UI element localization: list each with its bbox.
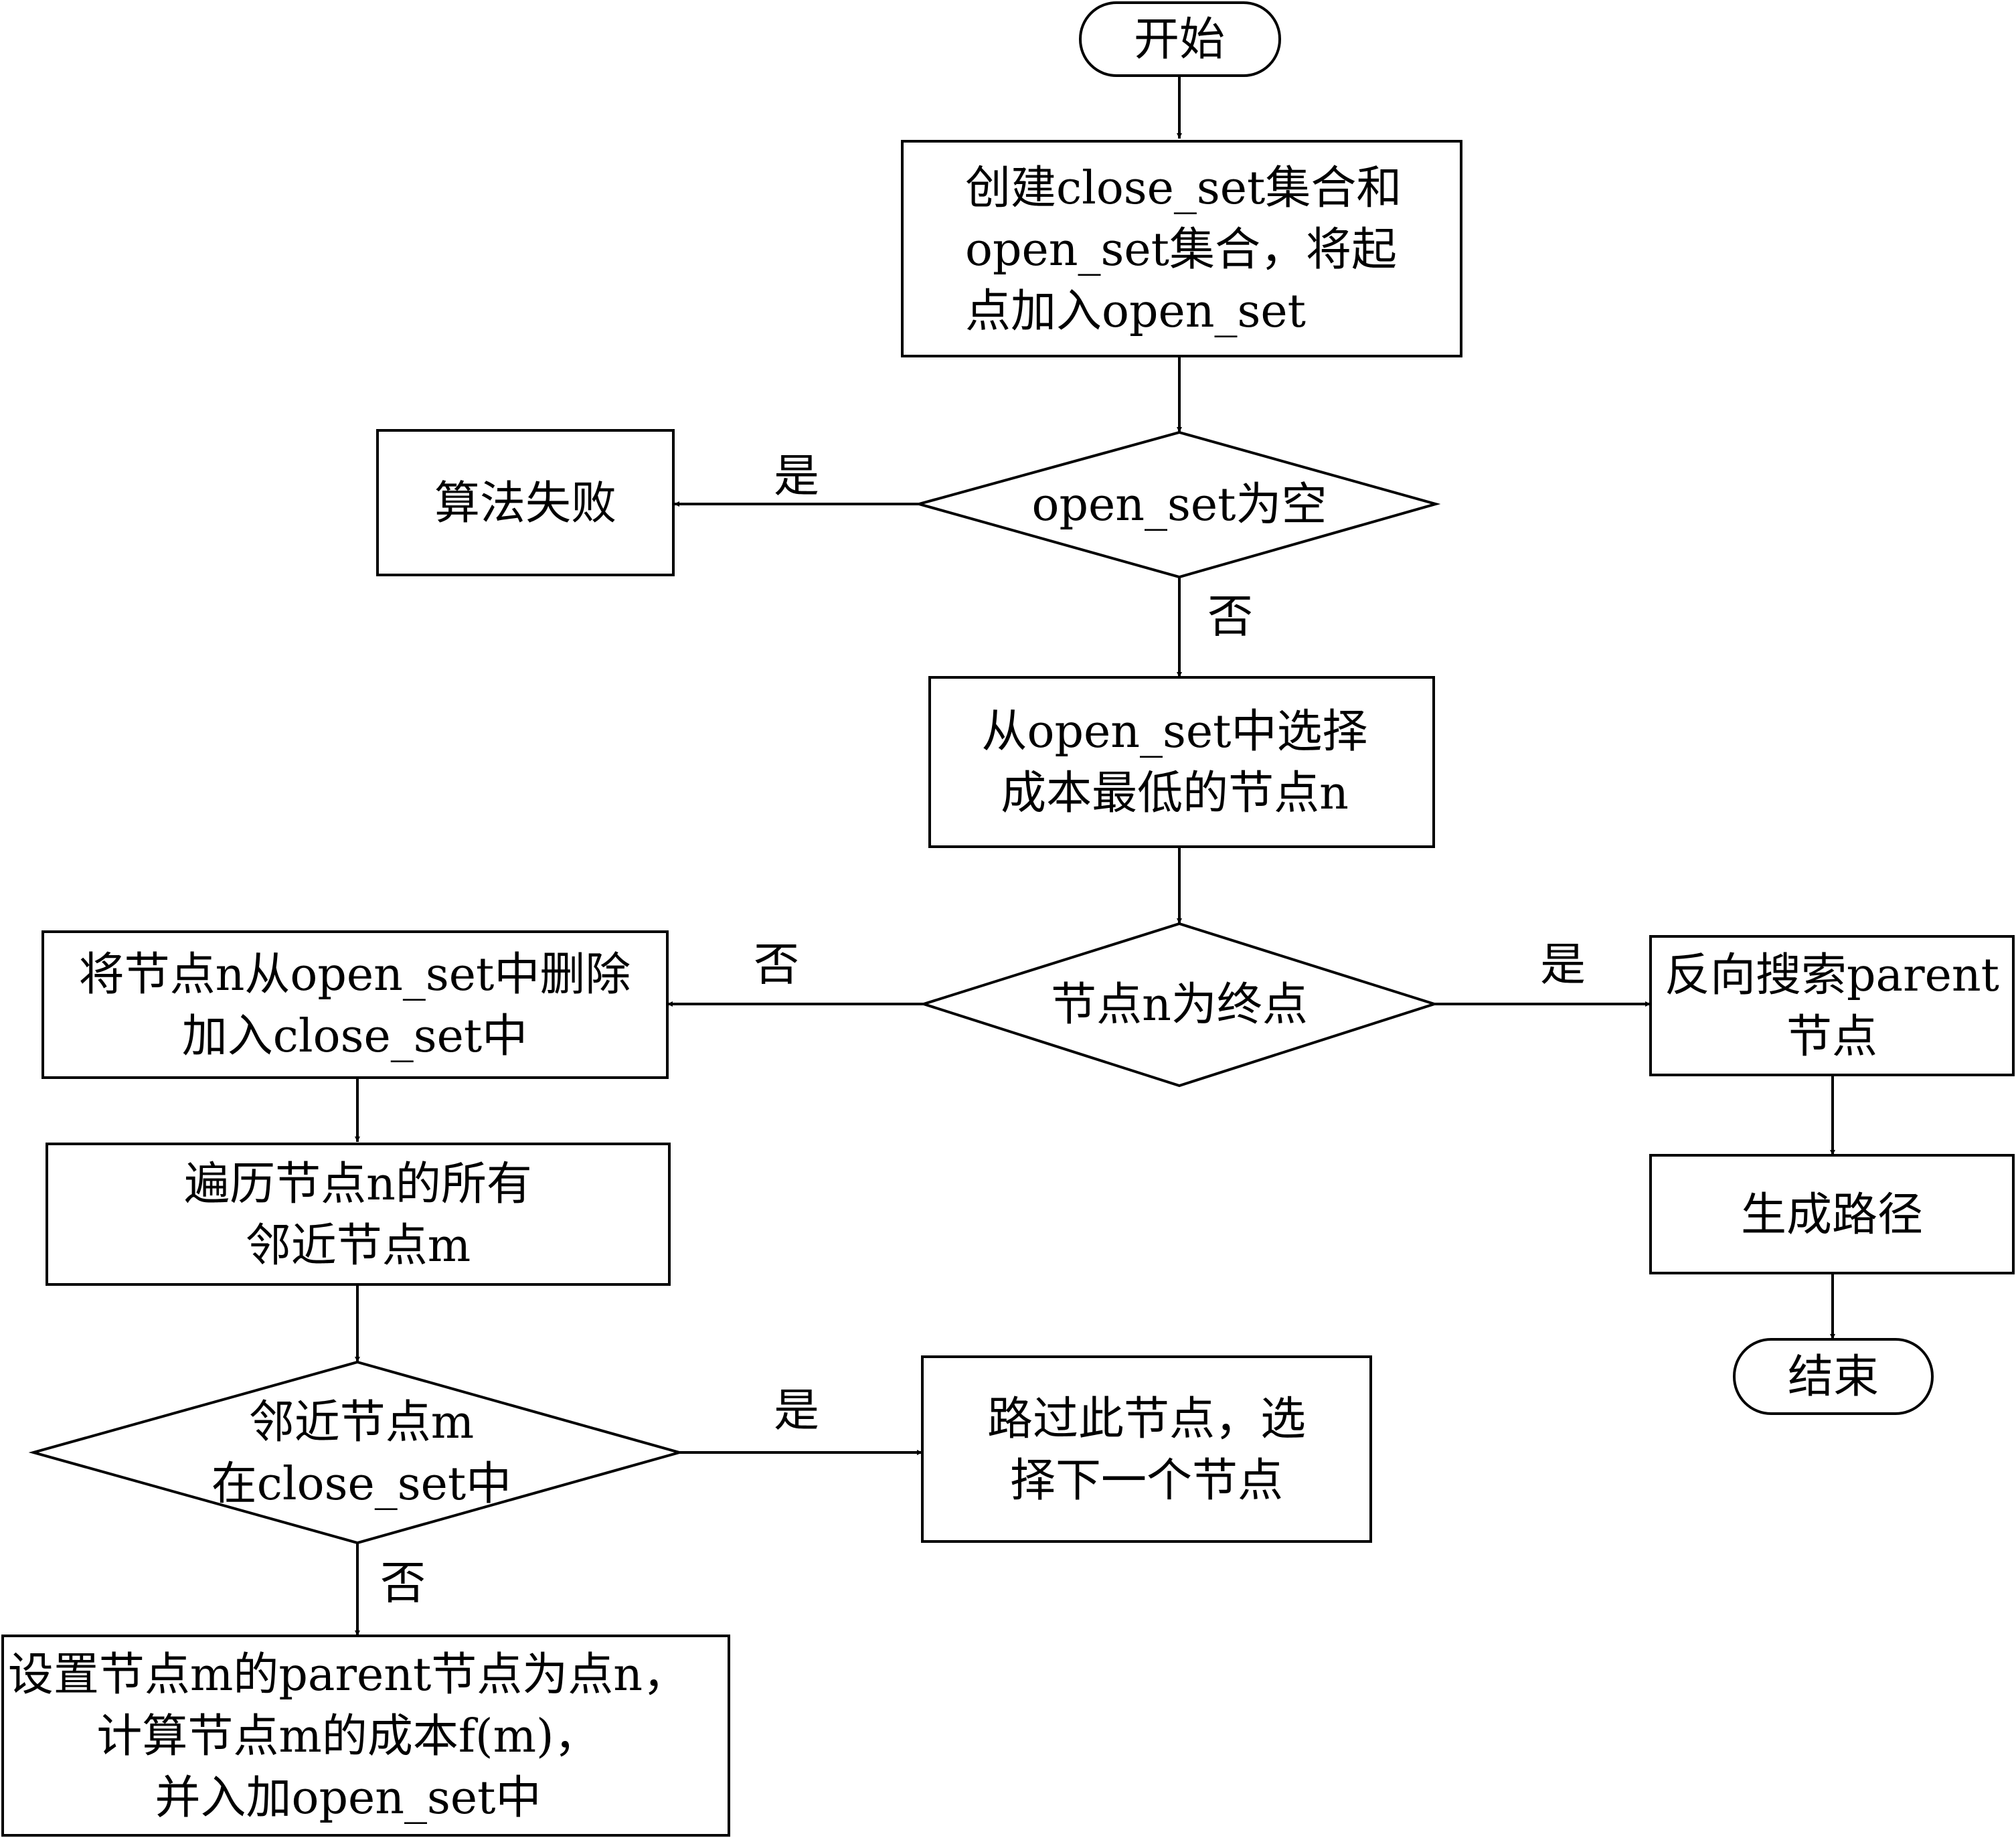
move-closed-process-box — [41, 930, 669, 1079]
fail-process-box — [376, 429, 675, 576]
label-in-closed-yes: 是 — [774, 1385, 819, 1438]
node-text-line: 遍历节点n的所有 — [184, 1158, 532, 1211]
label-is-goal-yes: 是 — [1540, 939, 1586, 992]
node-text-line: open_set为空 — [1032, 479, 1327, 531]
node-text-line: 成本最低的节点n — [1001, 767, 1349, 820]
node-text-line: 反向搜索parent — [1665, 949, 1999, 1002]
node-text-line: 路过此节点，选 — [987, 1393, 1306, 1446]
label-open-empty-no: 否 — [1207, 591, 1253, 644]
label-in-closed-no: 否 — [380, 1558, 426, 1610]
node-text-line: 算法失败 — [434, 477, 616, 530]
end-label: 结束 — [1788, 1351, 1879, 1404]
node-text-line: 节点n为终点 — [1051, 979, 1308, 1031]
gen-path-process-box — [1649, 1154, 2015, 1274]
in-closed-label: 邻近节点m 在close_set中 — [212, 1396, 511, 1511]
is-goal-decision — [919, 922, 1439, 1088]
node-text-line: 择下一个节点 — [1010, 1454, 1283, 1507]
edges — [355, 76, 1835, 1636]
node-text-line: 点加入open_set — [965, 285, 1306, 338]
node-text-line: 加入close_set中 — [182, 1010, 527, 1063]
node-text-line: 将节点n从open_set中删除 — [79, 948, 631, 1001]
select-min-label: 从open_set中选择成本最低的节点n — [982, 705, 1368, 820]
in-closed-decision — [28, 1360, 685, 1545]
move-closed-label: 将节点n从open_set中删除加入close_set中 — [79, 948, 631, 1063]
traverse-label: 遍历节点n的所有邻近节点m — [184, 1158, 532, 1272]
label-is-goal-no: 否 — [754, 939, 799, 992]
node-text-line: 生成路径 — [1741, 1189, 1923, 1242]
node-text-line: 邻近节点m — [246, 1220, 471, 1272]
node-text-line: 并入加open_set中 — [155, 1772, 541, 1825]
is-goal-label: 节点n为终点 — [1051, 979, 1308, 1031]
end-terminal — [1733, 1338, 1934, 1415]
fail-label: 算法失败 — [434, 477, 616, 530]
node-text-line: 从open_set中选择 — [982, 705, 1368, 758]
open-empty-label: open_set为空 — [1032, 479, 1327, 531]
backtrack-process-box — [1649, 935, 2015, 1076]
edge-labels: 是 否 是 否 是 否 — [380, 450, 1586, 1610]
node-text-line: 创建close_set集合和 — [965, 162, 1402, 215]
start-terminal — [1079, 1, 1281, 77]
node-text-line: 在close_set中 — [212, 1458, 511, 1511]
label-open-empty-yes: 是 — [774, 450, 819, 503]
skip-label: 路过此节点，选择下一个节点 — [987, 1393, 1306, 1507]
node-texts: 开始 创建close_set集合和 open_set集合，将起点加入open_se… — [8, 13, 1999, 1825]
backtrack-label: 反向搜索parent 节点 — [1665, 949, 1999, 1064]
open-empty-decision — [914, 430, 1441, 579]
skip-process-box — [921, 1355, 1372, 1543]
node-text-line: 邻近节点m — [249, 1396, 474, 1449]
node-text-line: 开始 — [1134, 13, 1225, 66]
traverse-process-box — [46, 1143, 671, 1286]
node-text-line: 结束 — [1788, 1351, 1879, 1404]
node-text-line: 计算节点m的成本f(m)， — [96, 1710, 599, 1763]
node-text-line: 节点 — [1786, 1011, 1877, 1064]
gen-path-label: 生成路径 — [1741, 1189, 1923, 1242]
init-process-box — [901, 140, 1462, 357]
set-parent-label: 设置节点m的parent节点为点n， 计算节点m的成本f(m)， 并入加open_s… — [8, 1649, 688, 1825]
node-text-line: 设置节点m的parent节点为点n， — [8, 1649, 688, 1701]
set-parent-process-box — [1, 1635, 730, 1837]
init-label: 创建close_set集合和 open_set集合，将起点加入open_set — [965, 162, 1402, 338]
node-text-line: open_set集合，将起 — [965, 224, 1397, 276]
select-min-process-box — [928, 676, 1435, 848]
start-label: 开始 — [1134, 13, 1225, 66]
